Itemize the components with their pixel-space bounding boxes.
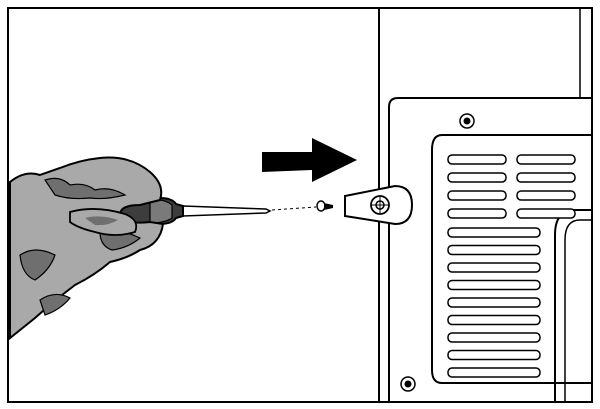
vent-slot [516, 172, 576, 183]
vent-slot [516, 208, 576, 219]
vent-slot [447, 154, 507, 165]
vent-slots [447, 154, 576, 378]
appliance-back-panel [388, 8, 592, 402]
alignment-dashed-line [271, 206, 317, 211]
panel-screw-icon [459, 113, 475, 129]
vent-slot [447, 244, 541, 256]
vent-slot [447, 314, 541, 326]
vent-slot [447, 262, 541, 273]
vent-slot [447, 297, 541, 308]
mounting-bracket-icon [344, 184, 414, 226]
arrow-right-icon [262, 138, 357, 182]
vent-slot [447, 332, 541, 343]
vent-slot [516, 154, 576, 165]
panel-screw-icon [400, 376, 416, 392]
vent-slot [447, 172, 507, 183]
vent-slot [447, 227, 541, 238]
gloved-hand-icon [9, 156, 165, 341]
vent-slot [447, 349, 541, 361]
vent-slot [447, 208, 507, 219]
screw-icon [316, 200, 333, 212]
vent-slot [447, 367, 541, 378]
vent-slot [447, 279, 541, 291]
vent-slot [447, 190, 507, 201]
vent-slot [516, 190, 576, 201]
